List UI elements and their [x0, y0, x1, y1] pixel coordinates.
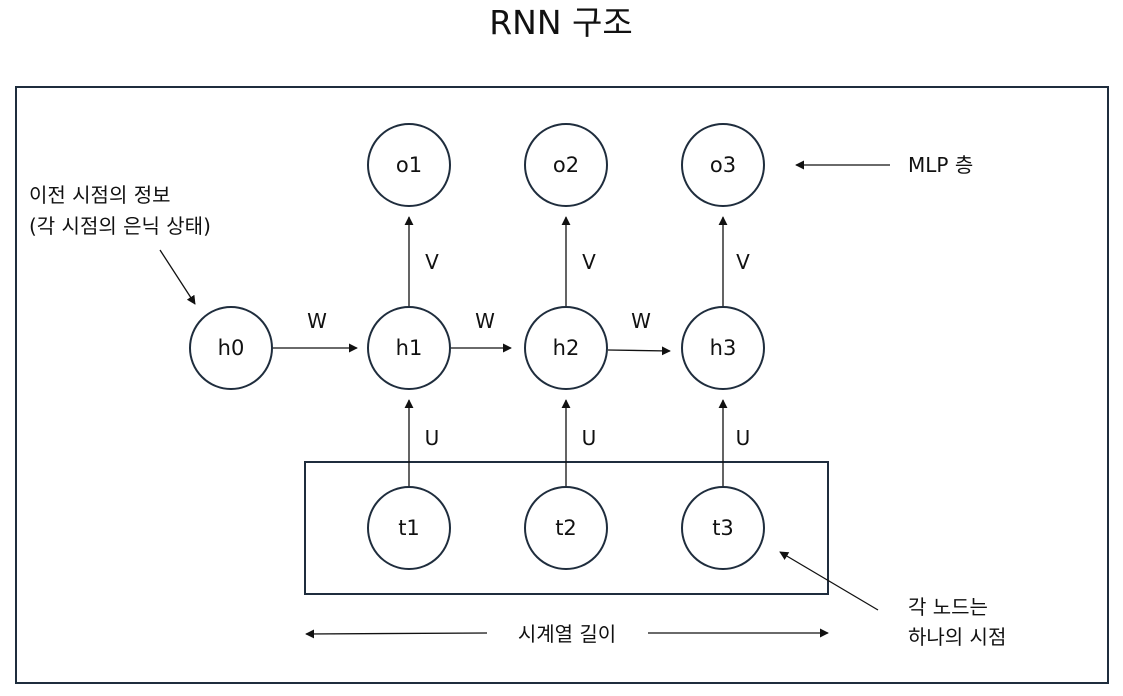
weight-v-2: V — [582, 250, 596, 274]
node-o3-label: o3 — [710, 153, 736, 177]
node-h3-label: h3 — [710, 336, 737, 360]
prev-info-line2: (각 시점의 은닉 상태) — [29, 214, 211, 238]
node-h2-label: h2 — [553, 336, 580, 360]
arrow-length-left — [305, 629, 488, 639]
weight-u-2: U — [582, 426, 597, 450]
each-node-line2: 하나의 시점 — [908, 625, 1006, 649]
node-t1 — [367, 486, 451, 570]
node-h0 — [189, 306, 273, 390]
node-h3 — [681, 306, 765, 390]
node-o1 — [367, 123, 451, 207]
node-o3 — [681, 123, 765, 207]
weight-w-h1-h2: W — [475, 309, 495, 333]
weight-v-1: V — [425, 250, 439, 274]
node-h1-label: h1 — [396, 336, 423, 360]
mlp-layer-label: MLP 층 — [908, 153, 973, 177]
prev-info-line1: 이전 시점의 정보 — [29, 183, 171, 207]
node-o2 — [524, 123, 608, 207]
node-h0-label: h0 — [218, 336, 245, 360]
weight-v-3: V — [736, 250, 750, 274]
arrow-each-node — [779, 551, 879, 611]
weight-u-3: U — [736, 426, 751, 450]
node-o1-label: o1 — [396, 153, 422, 177]
arrow-prev-info — [159, 249, 196, 305]
each-node-line1: 각 노드는 — [908, 595, 988, 619]
node-t2-label: t2 — [555, 516, 577, 540]
node-t3 — [681, 486, 765, 570]
node-o2-label: o2 — [553, 153, 579, 177]
node-h2 — [524, 306, 608, 390]
node-t2 — [524, 486, 608, 570]
node-h1 — [367, 306, 451, 390]
outer-frame — [15, 86, 1109, 684]
weight-w-h0-h1: W — [307, 309, 327, 333]
node-t3-label: t3 — [712, 516, 734, 540]
sequence-length-label: 시계열 길이 — [518, 622, 616, 646]
weight-w-h2-h3: W — [631, 309, 651, 333]
weight-u-1: U — [425, 426, 440, 450]
edge-h2-h3 — [607, 346, 671, 356]
diagram-title: RNN 구조 — [489, 3, 633, 42]
node-t1-label: t1 — [398, 516, 420, 540]
